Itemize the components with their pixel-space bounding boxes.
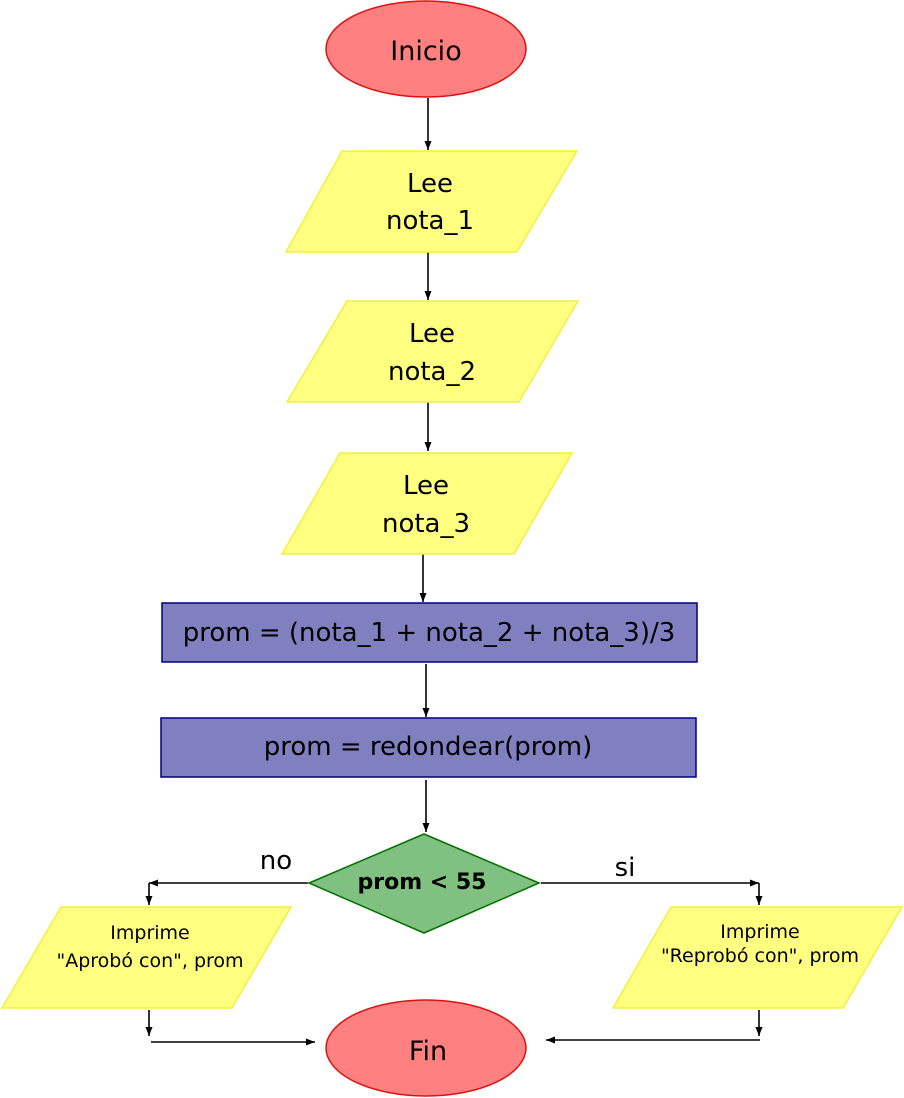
read-nota-1-line1: Lee: [407, 169, 453, 199]
start-terminal: Inicio: [325, 0, 527, 98]
decision-label: prom < 55: [357, 870, 486, 895]
read-nota-2-line1: Lee: [409, 319, 455, 349]
read-nota-1: Lee nota_1: [284, 150, 579, 253]
edge-label-si: si: [615, 853, 636, 883]
process-round-average-shape: [160, 717, 697, 778]
process-calc-average-shape: [161, 602, 698, 663]
decision-prom-less-55: prom < 55: [307, 833, 541, 934]
read-nota-2-shape: [285, 300, 580, 403]
process-round-average-label: prom = redondear(prom): [264, 732, 592, 762]
read-nota-3-shape: [280, 452, 574, 555]
read-nota-1-line2: nota_1: [386, 206, 474, 236]
edge-label-no: no: [260, 846, 292, 876]
print-aprobo: Imprime "Aprobó con", prom: [0, 906, 293, 1009]
read-nota-3-line2: nota_3: [382, 509, 470, 539]
read-nota-3-line1: Lee: [403, 471, 449, 501]
process-calc-average-label: prom = (nota_1 + nota_2 + nota_3)/3: [183, 618, 676, 648]
print-reprobo-shape: [611, 906, 904, 1009]
print-aprobo-shape: [0, 906, 293, 1009]
read-nota-2: Lee nota_2: [285, 300, 580, 403]
process-calc-average: prom = (nota_1 + nota_2 + nota_3)/3: [161, 602, 698, 663]
connectors: [145, 98, 763, 1046]
print-aprobo-line1: Imprime: [110, 922, 189, 944]
end-terminal: Fin: [325, 999, 527, 1097]
process-round-average: prom = redondear(prom): [160, 717, 697, 778]
print-reprobo-line1: Imprime: [720, 921, 799, 943]
read-nota-3: Lee nota_3: [280, 452, 574, 555]
end-label: Fin: [409, 1036, 447, 1067]
start-shape: [325, 0, 527, 98]
start-label: Inicio: [390, 36, 461, 67]
end-shape: [325, 999, 527, 1097]
print-aprobo-line2: "Aprobó con", prom: [56, 950, 243, 972]
decision-shape: [307, 833, 541, 934]
print-reprobo-line2: "Reprobó con", prom: [661, 945, 859, 967]
print-reprobo: Imprime "Reprobó con", prom: [611, 906, 904, 1009]
read-nota-1-shape: [284, 150, 579, 253]
read-nota-2-line2: nota_2: [388, 357, 476, 387]
